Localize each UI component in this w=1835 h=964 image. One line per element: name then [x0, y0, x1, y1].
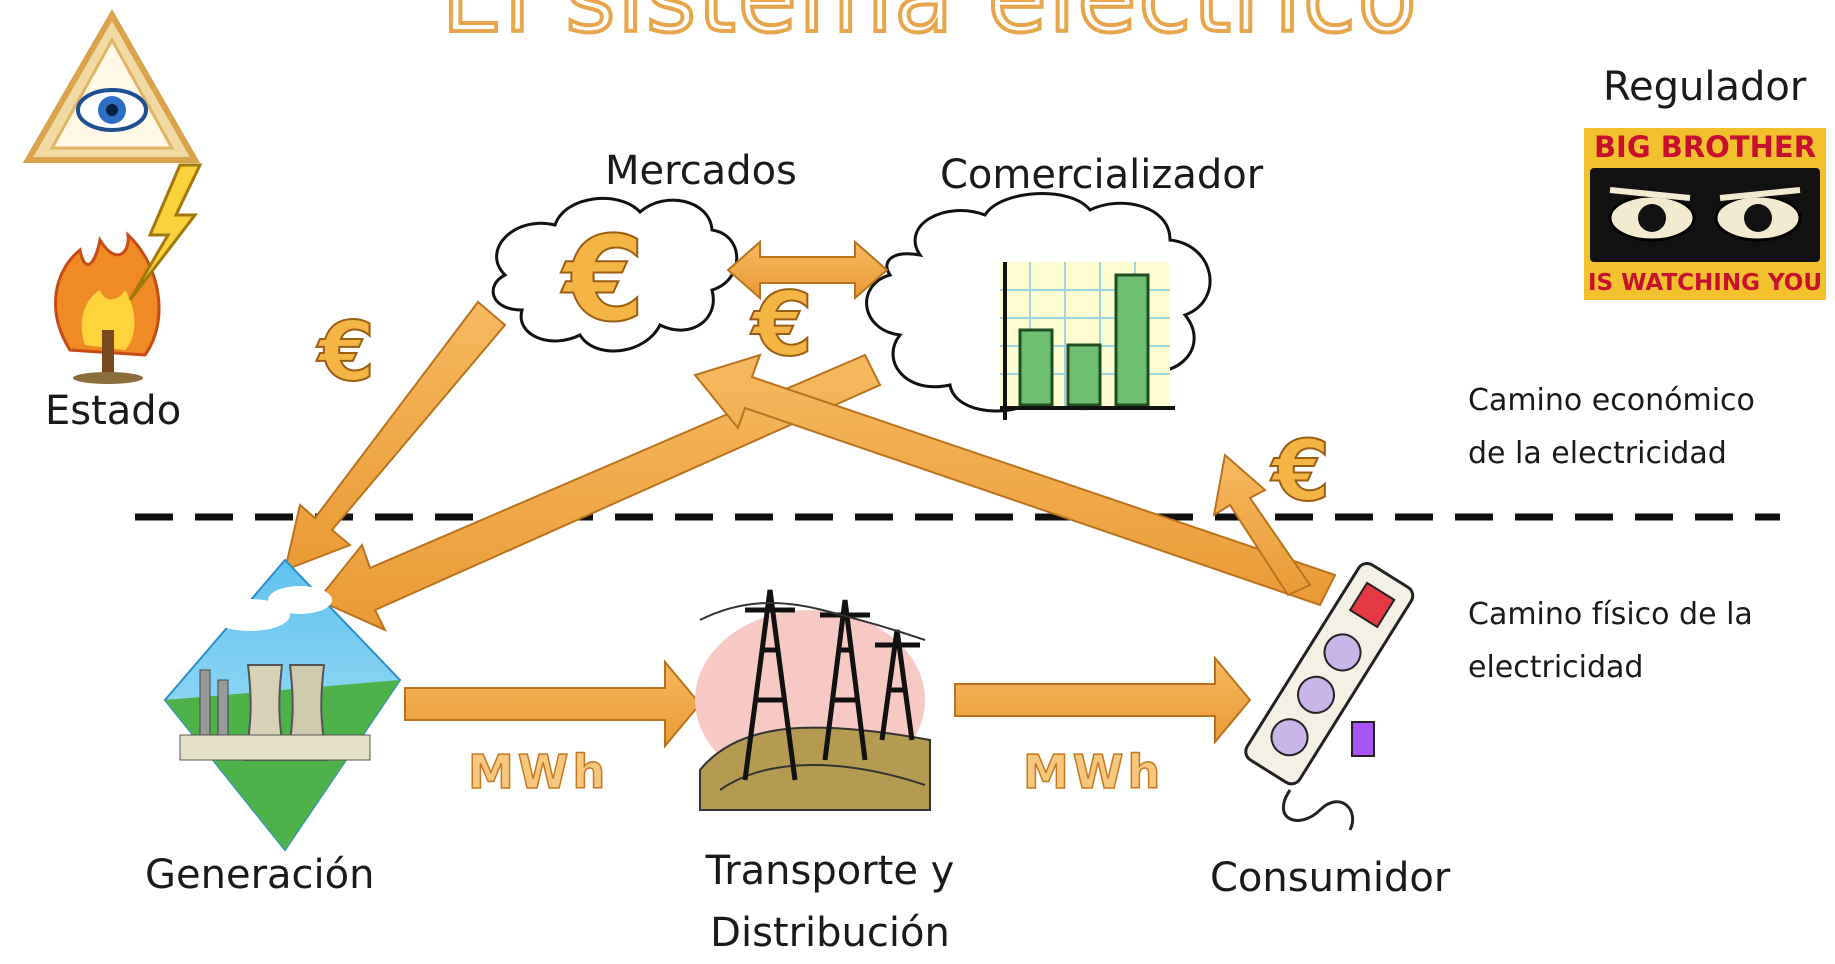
label-mercados: Mercados [605, 148, 797, 194]
legend-fisico: Camino físico de la electricidad [1468, 588, 1753, 694]
physical-arrows [404, 655, 1252, 749]
eyes-band [1590, 168, 1820, 262]
arrow-consumidor-mercados [693, 353, 1337, 607]
legend-economico-line1: Camino económico [1468, 383, 1755, 418]
label-estado: Estado [45, 388, 182, 434]
euro-icon-mercados: € [560, 210, 645, 348]
growth-chart-icon [1000, 262, 1175, 420]
eyes-icon [1608, 187, 1802, 242]
euro-icon-arrow: € [750, 273, 813, 376]
mercados-cloud [491, 197, 739, 353]
euro-icon-consumidor: € [1270, 422, 1330, 520]
arrow-mercados-comercializador [726, 239, 889, 301]
label-generacion: Generación [145, 852, 375, 898]
legend-fisico-line2: electricidad [1468, 650, 1644, 685]
label-regulador: Regulador [1603, 64, 1807, 110]
power-strip-icon [1244, 561, 1415, 831]
mwh-label-1: MWh [467, 744, 610, 800]
big-brother-poster: BIG BROTHER IS WATCHING YOU [1584, 128, 1826, 300]
arrow-consumidor-comercializador [1212, 453, 1312, 597]
arrow-generacion-transporte [404, 659, 702, 749]
arrow-mercados-generacion [283, 300, 507, 572]
page-title: El sistema eléctrico [330, 0, 1530, 56]
legend-economico: Camino económico de la electricidad [1468, 374, 1755, 480]
eye-triangle-icon [22, 8, 201, 163]
arrow-transporte-consumidor [954, 655, 1252, 745]
transmission-towers-icon [695, 589, 931, 811]
label-comercializador: Comercializador [940, 152, 1264, 198]
legend-fisico-line1: Camino físico de la [1468, 597, 1753, 632]
label-transporte: Transporte y Distribución [690, 840, 970, 964]
lightning-bolt-icon [128, 163, 203, 301]
economic-arrows [283, 239, 1337, 633]
label-transporte-line2: Distribución [710, 910, 950, 956]
label-transporte-line1: Transporte y [705, 848, 955, 894]
poster-bottom-text: IS WATCHING YOU [1584, 266, 1826, 300]
power-plant-icon [163, 558, 402, 852]
mwh-label-2: MWh [1022, 744, 1165, 800]
poster-top-text: BIG BROTHER [1593, 130, 1817, 164]
label-consumidor: Consumidor [1210, 855, 1451, 901]
euro-icon-estado: € [316, 305, 375, 400]
legend-economico-line2: de la electricidad [1468, 436, 1727, 471]
fire-tree-icon [54, 231, 161, 384]
